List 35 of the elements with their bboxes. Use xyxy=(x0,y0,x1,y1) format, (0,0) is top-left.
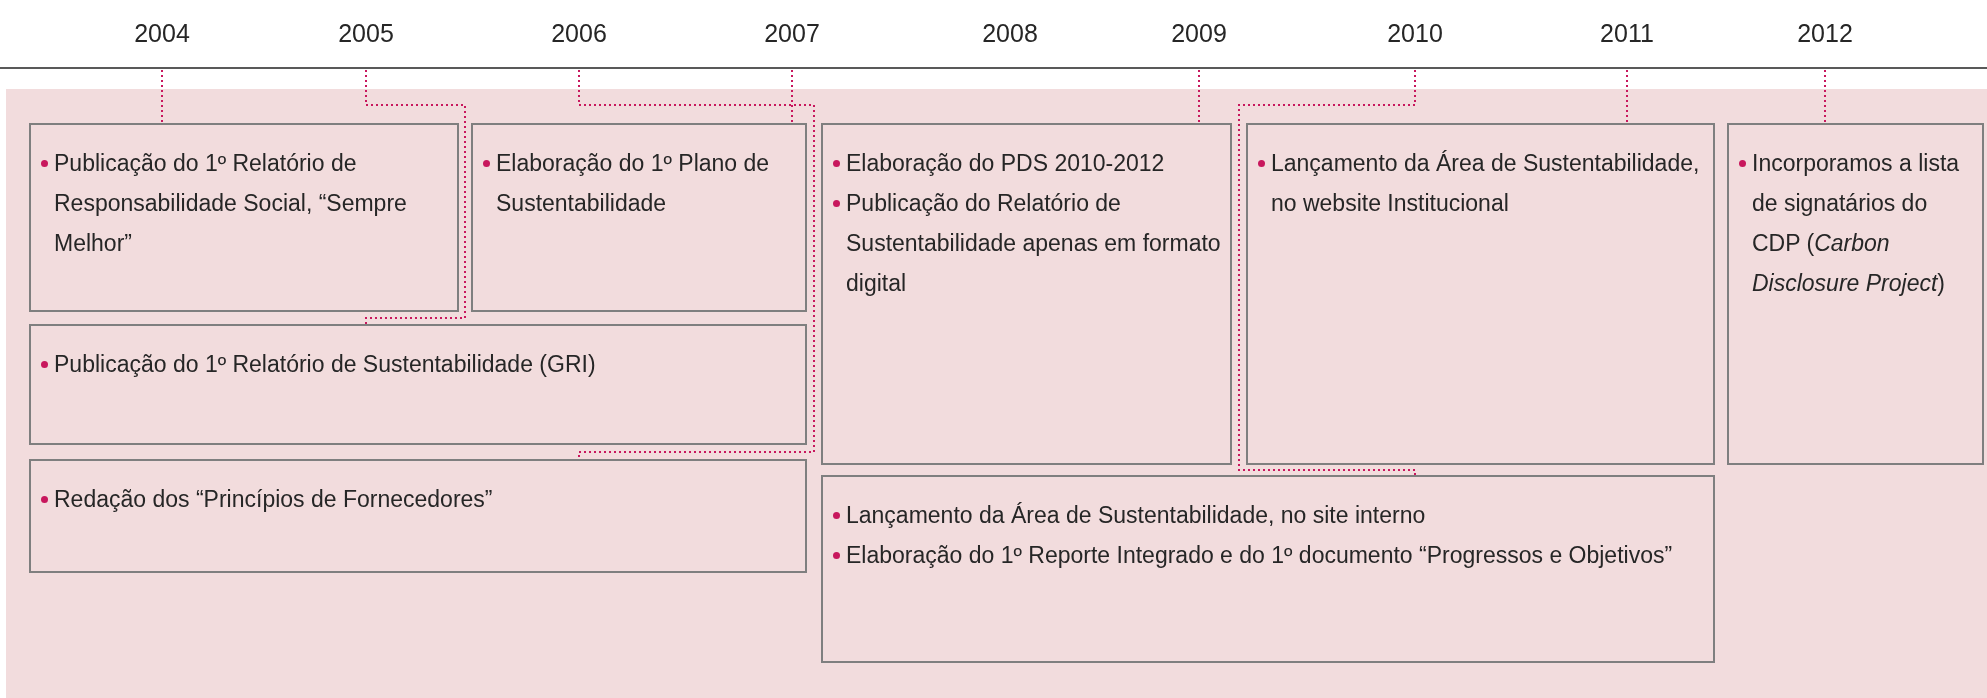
year-label: 2012 xyxy=(1797,18,1853,48)
event-box xyxy=(29,324,807,445)
event-text: Incorporamos a lista de signatários do CDP (Carbon Disclosure Project) xyxy=(1752,149,1961,298)
dotted-connector xyxy=(161,69,163,124)
event-box xyxy=(821,123,1232,465)
event-box xyxy=(1727,123,1984,465)
event-box xyxy=(1246,123,1715,465)
event-box xyxy=(29,123,459,312)
dotted-connector xyxy=(1238,69,1416,476)
year-label: 2011 xyxy=(1600,18,1654,48)
event-text: Elaboração do 1º Reporte Integrado e do 1º documento “Progressos e Objetivos” xyxy=(846,541,1673,570)
event-text: Lançamento da Área de Sustentabilidade, no website Institucional xyxy=(1271,149,1701,218)
event-box xyxy=(821,475,1715,663)
dotted-connector xyxy=(365,69,466,325)
year-label: 2010 xyxy=(1387,18,1443,48)
dotted-connector xyxy=(1198,69,1200,124)
event-text: Lançamento da Área de Sustentabilidade, no site interno xyxy=(846,501,1426,530)
event-box xyxy=(29,459,807,573)
event-text: Redação dos “Princípios de Fornecedores” xyxy=(54,485,493,514)
year-label: 2006 xyxy=(551,18,607,48)
year-label: 2005 xyxy=(338,18,394,48)
year-label: 2004 xyxy=(134,18,190,48)
event-text: Publicação do 1º Relatório de Sustentabilidade (GRI) xyxy=(54,350,596,379)
dotted-connector xyxy=(578,69,815,460)
event-text: Elaboração do PDS 2010-2012 xyxy=(846,149,1165,178)
event-text: Publicação do 1º Relatório de Responsabilidade Social, “Sempre Melhor” xyxy=(54,149,408,258)
dotted-connector xyxy=(1626,69,1628,124)
dotted-connector xyxy=(1824,69,1826,124)
year-label: 2009 xyxy=(1171,18,1227,48)
event-box xyxy=(471,123,807,312)
event-text: Publicação do Relatório de Sustentabilidade apenas em formato digital xyxy=(846,189,1222,298)
year-label: 2007 xyxy=(764,18,820,48)
event-text: Elaboração do 1º Plano de Sustentabilidade xyxy=(496,149,771,218)
year-label: 2008 xyxy=(982,18,1038,48)
dotted-connector xyxy=(791,69,793,124)
